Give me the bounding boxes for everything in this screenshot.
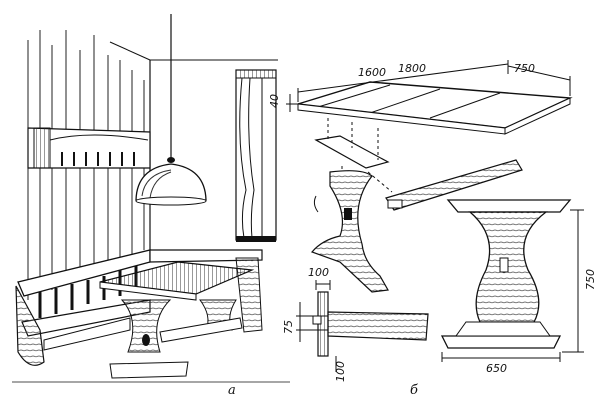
wall-shelf bbox=[27, 127, 151, 169]
dim-top-thickness: 40 bbox=[268, 94, 281, 108]
ceiling-line bbox=[109, 41, 151, 61]
dim-joint-width-top: 100 bbox=[308, 266, 329, 279]
dim-leg-height: 750 bbox=[584, 269, 597, 290]
pendant-lamp bbox=[135, 14, 207, 206]
corner-bench bbox=[15, 249, 263, 366]
joint-detail bbox=[296, 280, 429, 372]
leg-front-view bbox=[440, 199, 584, 362]
kitchen-scene bbox=[12, 14, 290, 383]
dim-leg-base-width: 650 bbox=[486, 362, 507, 375]
panel-b-label: б bbox=[410, 383, 418, 398]
table-top-detail bbox=[286, 60, 573, 135]
dim-joint-width-bottom: 100 bbox=[334, 361, 347, 382]
dim-top-length-short: 1600 bbox=[358, 66, 386, 79]
dim-top-width: 750 bbox=[514, 62, 535, 75]
stretcher-detail bbox=[385, 159, 523, 211]
dim-top-length-long: 1800 bbox=[398, 62, 426, 75]
cross-bar-detail bbox=[314, 118, 390, 169]
window bbox=[235, 69, 277, 242]
dim-joint-height: 75 bbox=[282, 320, 295, 334]
leg-exploded bbox=[310, 166, 393, 293]
panel-a-label: а bbox=[228, 383, 236, 398]
table-scene bbox=[99, 261, 255, 379]
